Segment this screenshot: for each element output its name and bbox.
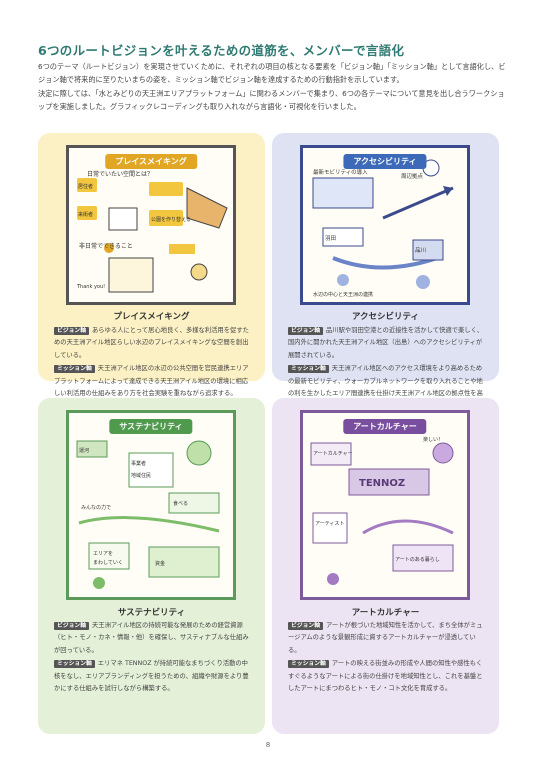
illus-text-6: Thank you! <box>76 284 105 290</box>
illus-text-2: みんなの力で <box>81 504 111 511</box>
graphic-recording-art-culture: アートカルチャー TENNOZ アーティスト 楽しい！ アートのある暮らし アー… <box>300 410 470 600</box>
vision-badge: ビジョン軸 <box>54 622 89 630</box>
illus-text-2: 周辺拠点 <box>401 172 424 180</box>
vision-text: 品川駅や羽田空港との近接性を活かして快適で楽しく、国内外に開かれた天王洲アイル地… <box>288 327 484 359</box>
illus-text-1: 運河 <box>79 447 89 454</box>
vision-badge: ビジョン軸 <box>54 327 89 335</box>
mission-badge: ミッション軸 <box>54 365 95 374</box>
intro-text: 6つのテーマ（ルートビジョン）を実現させていくために、それぞれの項目の核となる要… <box>38 60 508 114</box>
card-title: アートカルチャー <box>351 608 420 618</box>
illus-text-3: エリアを <box>93 550 113 557</box>
mission-text: アートの映える街並みの形成や人間の知性や感性もくすぐるようなアートによる街の仕掛… <box>288 660 483 693</box>
vision-text: アートが根づいた地域知性を活かして、まち全体がミュージアムのような景観形成に資す… <box>288 622 483 654</box>
vision-text: あらゆる人にとって居心地良く、多様な利活用を促すための天王洲アイル地区らしい水辺… <box>54 327 249 359</box>
card-accessibility: 最新モビリティの導入 周辺拠点 羽田 品川 水辺の中心と天王洲の連携 アクセシビ… <box>272 133 499 409</box>
illus-text-3: 来街者 <box>78 211 93 218</box>
card-title: プレイスメイキング <box>113 312 190 322</box>
illus-text-5: 水辺の中心と天王洲の連携 <box>313 291 373 298</box>
illus-text-8: 資金 <box>155 560 165 567</box>
illus-text-6: 地域住民 <box>131 472 151 479</box>
graphic-recording-placemaking: 日常でいたい空間とは？ 居住者 来街者 公園を作り替える 非日常でできること T… <box>66 145 236 305</box>
card-body: ビジョン軸品川駅や羽田空港との近接性を活かして快適で楽しく、国内外に開かれた天王… <box>288 325 484 414</box>
illus-text-7: 食べる <box>173 500 188 507</box>
mission-badge: ミッション軸 <box>288 365 329 374</box>
intro-paragraph-1: 6つのテーマ（ルートビジョン）を実現させていくために、それぞれの項目の核となる要… <box>38 62 506 85</box>
mission-text: エリマネ TENNOZ が持続可能なまちづくり活動の中核をなし、エリアブランディ… <box>54 660 249 693</box>
vision-badge: ビジョン軸 <box>288 327 323 335</box>
mission-badge: ミッション軸 <box>54 660 95 669</box>
card-body: ビジョン軸天王洲アイル地区の持続可能な発展のための経営資源（ヒト・モノ・カネ・情… <box>54 620 250 696</box>
illus-text-4: 公園を作り替える <box>151 216 191 223</box>
vision-text: 天王洲アイル地区の持続可能な発展のための経営資源（ヒト・モノ・カネ・情報・他）を… <box>54 622 249 654</box>
card-sustainability: 運河 みんなの力で エリアを まわしていく 事業者 地域住民 食べる 資金 サス… <box>38 398 265 734</box>
intro-paragraph-2: 決定に際しては、「水とみどりの天王洲エリアプラットフォーム」に関わるメンバーで集… <box>38 88 505 112</box>
card-body: ビジョン軸アートが根づいた地域知性を活かして、まち全体がミュージアムのような景観… <box>288 620 484 696</box>
illus-text-1: 日常でいたい空間とは？ <box>87 170 153 178</box>
illus-text-2: TENNOZ <box>359 478 405 489</box>
illus-text-5: 事業者 <box>131 460 146 467</box>
illus-text-3: アーティスト <box>315 521 344 527</box>
mission-badge: ミッション軸 <box>288 660 329 669</box>
card-title: サステナビリティ <box>117 608 186 618</box>
card-tag: サステナビリティ <box>109 419 193 434</box>
illus-text-4: 楽しい！ <box>423 436 443 443</box>
card-art-culture: アートカルチャー TENNOZ アーティスト 楽しい！ アートのある暮らし アー… <box>272 398 499 734</box>
card-tag: アクセシビリティ <box>343 154 427 169</box>
page-heading: 6つのルートビジョンを叶えるための道筋を、メンバーで言語化 <box>38 43 405 58</box>
illus-text-1: 最新モビリティの導入 <box>313 168 368 176</box>
page-number: 8 <box>265 741 271 749</box>
illus-text-3: 羽田 <box>325 235 336 242</box>
vision-badge: ビジョン軸 <box>288 622 323 630</box>
illus-text-4: まわしていく <box>93 559 123 566</box>
card-tag: アートカルチャー <box>343 419 427 434</box>
card-title: アクセシビリティ <box>351 312 420 322</box>
illus-text-2: 居住者 <box>78 183 93 190</box>
card-placemaking: 日常でいたい空間とは？ 居住者 来街者 公園を作り替える 非日常でできること T… <box>38 133 265 397</box>
illus-text-4: 品川 <box>415 247 426 254</box>
illus-text-5: アートのある暮らし <box>395 556 440 563</box>
illus-text-5: 非日常でできること <box>79 242 133 250</box>
mission-text: 天王洲アイル地区の水辺の公共空間を官民連携エリアプラットフォームによって達成でき… <box>54 365 249 398</box>
card-body: ビジョン軸あらゆる人にとって居心地良く、多様な利活用を促すための天王洲アイル地区… <box>54 325 250 401</box>
graphic-recording-accessibility: 最新モビリティの導入 周辺拠点 羽田 品川 水辺の中心と天王洲の連携 アクセシビ… <box>300 145 470 305</box>
graphic-recording-sustainability: 運河 みんなの力で エリアを まわしていく 事業者 地域住民 食べる 資金 サス… <box>66 410 236 600</box>
card-tag: プレイスメイキング <box>105 154 197 169</box>
illus-text-1: アートカルチャー <box>313 451 353 457</box>
